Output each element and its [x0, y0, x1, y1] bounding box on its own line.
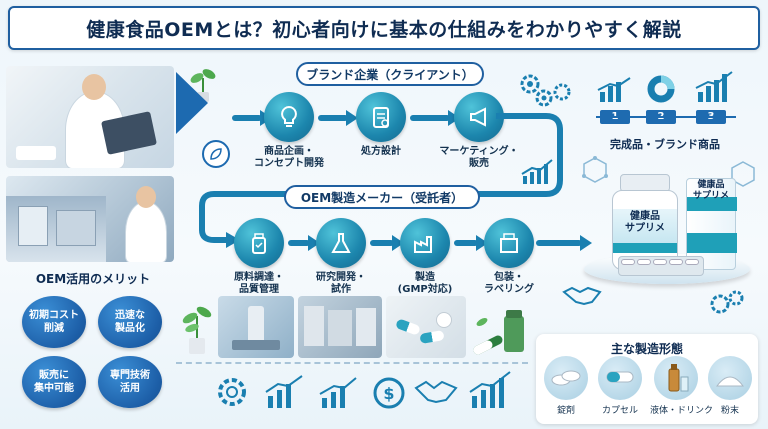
- bottle-icon: [234, 218, 284, 268]
- flow-arrow: [410, 115, 450, 121]
- capsule-icon: [598, 356, 642, 400]
- gear-icon: [553, 83, 571, 101]
- flow-arrow: [370, 240, 394, 246]
- merit-expertise: 専門技術 活用: [98, 356, 162, 408]
- oem-section-label: OEM製造メーカー（受託者）: [284, 185, 480, 209]
- oem-step-sourcing: 原料調達・ 品質管理: [214, 218, 304, 296]
- growth-chart-icon: [695, 71, 733, 102]
- page-title: 健康食品OEMとは？初心者向けに基本の仕組みをわかりやすく解説: [8, 6, 760, 50]
- form-tablet: 錠剤: [540, 356, 592, 416]
- lightbulb-icon: [264, 92, 314, 142]
- tablet-icon: [544, 356, 588, 400]
- leaf-badge-icon: [202, 140, 230, 168]
- lab-scientist-photo: [6, 176, 174, 262]
- bar-chart-icon: [265, 375, 303, 408]
- flow-arrow: [454, 240, 478, 246]
- merits-title: OEM活用のメリット: [35, 272, 151, 286]
- svg-text:$: $: [383, 384, 394, 403]
- manufacturing-forms-panel: 主な製造形態 錠剤 カプセル 液体・ドリンク 粉末: [536, 334, 758, 424]
- leaf-capsule-icon: [473, 310, 524, 355]
- brand-step-marketing: マーケティング・ 販売: [434, 92, 524, 170]
- powder-icon: [708, 356, 752, 400]
- flow-arrow: [318, 115, 348, 121]
- brand-step-formulation: 処方設計: [336, 92, 426, 158]
- liquid-drink-icon: [654, 356, 698, 400]
- factory-icon: [400, 218, 450, 268]
- brand-step-planning: 商品企画・ コンセプト開発: [244, 92, 334, 170]
- oem-step-rnd: 研究開発・ 試作: [296, 218, 386, 296]
- molecule-icon: [731, 161, 755, 187]
- gear-icon: [520, 74, 553, 107]
- factory-line-photo: [298, 296, 382, 358]
- plant-icon: [182, 306, 212, 354]
- handshake-icon: [414, 380, 458, 404]
- form-capsule: カプセル: [594, 356, 646, 416]
- growth-chart-icon: [521, 159, 553, 184]
- donut-chart-icon: [647, 75, 675, 103]
- gear-icon: [710, 290, 744, 314]
- molecule-icon: [582, 156, 608, 183]
- oem-step-packaging: 包装・ ラベリング: [464, 218, 554, 296]
- megaphone-icon: [454, 92, 504, 142]
- doctor-tablet-photo: [6, 66, 174, 168]
- forms-title: 主な製造形態: [610, 342, 683, 356]
- flow-arrow: [232, 115, 262, 121]
- flow-arrow-head: [346, 110, 358, 126]
- final-product-label: 完成品・ブランド商品: [610, 138, 720, 151]
- supplement-box: [686, 178, 737, 270]
- flow-start-arrow-icon: [176, 72, 208, 134]
- flow-arrow: [536, 240, 582, 246]
- form-powder: 粉末: [704, 356, 756, 416]
- blister-pack: [618, 256, 704, 276]
- timeline-line: [596, 116, 736, 118]
- flask-icon: [316, 218, 366, 268]
- brand-section-label: ブランド企業（クライアント）: [296, 62, 484, 86]
- growth-chart-icon: [319, 377, 357, 408]
- bar-chart-icon: [597, 77, 631, 102]
- merit-fast-launch: 迅速な 製品化: [98, 296, 162, 348]
- merit-focus-sales: 販売に 集中可能: [22, 356, 86, 408]
- gear-icon: [218, 378, 246, 406]
- package-icon: [484, 218, 534, 268]
- box-label: 健康品 サプリメ: [692, 180, 729, 201]
- divider: [176, 362, 528, 364]
- flow-arrow-head: [580, 235, 592, 251]
- form-liquid: 液体・ドリンク: [650, 356, 713, 416]
- flow-arrow: [288, 240, 310, 246]
- handshake-icon: [562, 286, 602, 306]
- capsules-photo: [386, 296, 466, 358]
- merit-cost-reduction: 初期コスト 削減: [22, 296, 86, 348]
- growth-chart-icon: [469, 371, 511, 408]
- money-cycle-icon: $: [373, 377, 405, 409]
- clipboard-icon: [356, 92, 406, 142]
- oem-step-manufacturing: 製造 (GMP対応): [380, 218, 470, 296]
- microscope-photo: [218, 296, 294, 358]
- bottle-label: 健康品 サプリメ: [625, 211, 665, 234]
